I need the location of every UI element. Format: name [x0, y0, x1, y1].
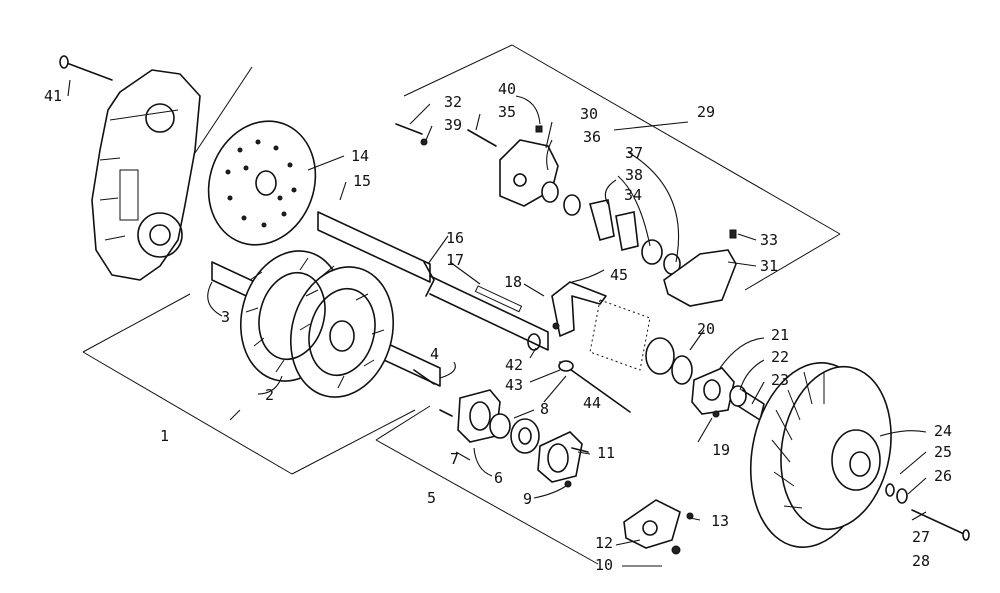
callout-3: 3 [221, 308, 230, 326]
upper-driveshaft [317, 211, 549, 351]
callout-26: 26 [934, 467, 952, 485]
callout-10: 10 [595, 556, 613, 574]
group-bracket-5 [375, 405, 599, 565]
callout-33: 33 [760, 231, 778, 249]
callout-38: 38 [625, 166, 643, 184]
callout-8: 8 [540, 400, 549, 418]
callout-21: 21 [771, 326, 789, 344]
callout-20: 20 [697, 320, 715, 338]
group-bracket-29 [403, 44, 841, 291]
callout-32: 32 [444, 93, 462, 111]
callout-2: 2 [265, 386, 274, 404]
callout-17: 17 [446, 251, 464, 269]
mounting-bracket [551, 281, 607, 337]
callout-23: 23 [771, 371, 789, 389]
chaincase-housing [91, 69, 201, 281]
bolt [59, 55, 113, 81]
callout-4: 4 [430, 345, 439, 363]
brake-disc [207, 120, 317, 246]
callout-22: 22 [771, 348, 789, 366]
callout-36: 36 [583, 128, 601, 146]
pulley-fasteners [885, 483, 970, 541]
callout-30: 30 [580, 105, 598, 123]
callout-25: 25 [934, 443, 952, 461]
callout-43: 43 [505, 376, 523, 394]
bearing-flange-outer [537, 431, 583, 483]
bearing-housing-right [527, 299, 693, 385]
callout-6: 6 [494, 469, 503, 487]
callout-labels: 1 2 3 4 5 6 7 8 9 10 11 12 13 14 15 16 1… [44, 80, 952, 574]
callout-29: 29 [697, 103, 715, 121]
callout-5: 5 [427, 489, 436, 507]
callout-19: 19 [712, 441, 730, 459]
callout-41: 41 [44, 87, 62, 105]
callout-15: 15 [353, 172, 371, 190]
callout-31: 31 [760, 257, 778, 275]
callout-14: 14 [351, 147, 369, 165]
callout-28: 28 [912, 552, 930, 570]
bearing [489, 413, 540, 454]
driven-pulley [749, 362, 892, 548]
caliper-piston-and-pads [541, 181, 681, 275]
callout-11: 11 [597, 444, 615, 462]
end-cap [623, 499, 694, 555]
callout-18: 18 [504, 273, 522, 291]
callout-42: 42 [505, 356, 523, 374]
callout-35: 35 [498, 103, 516, 121]
callout-7: 7 [450, 450, 459, 468]
drive-sprockets [239, 250, 395, 398]
callout-40: 40 [498, 80, 516, 98]
callout-1: 1 [160, 427, 169, 445]
callout-44: 44 [583, 394, 601, 412]
group-bracket-1 [82, 66, 416, 475]
leader-lines [67, 79, 927, 567]
cotter-and-nut [413, 369, 589, 488]
callout-37: 37 [625, 144, 643, 162]
speed-sensor [558, 360, 631, 413]
callout-34: 34 [624, 186, 642, 204]
callout-45: 45 [610, 266, 628, 284]
brake-caliper [395, 123, 559, 207]
flange-and-spacer [691, 367, 765, 421]
caliper-cover [663, 229, 737, 307]
callout-27: 27 [912, 528, 930, 546]
callout-9: 9 [523, 490, 532, 508]
callout-13: 13 [711, 512, 729, 530]
callout-16: 16 [446, 229, 464, 247]
callout-24: 24 [934, 422, 952, 440]
callout-39: 39 [444, 116, 462, 134]
callout-12: 12 [595, 534, 613, 552]
